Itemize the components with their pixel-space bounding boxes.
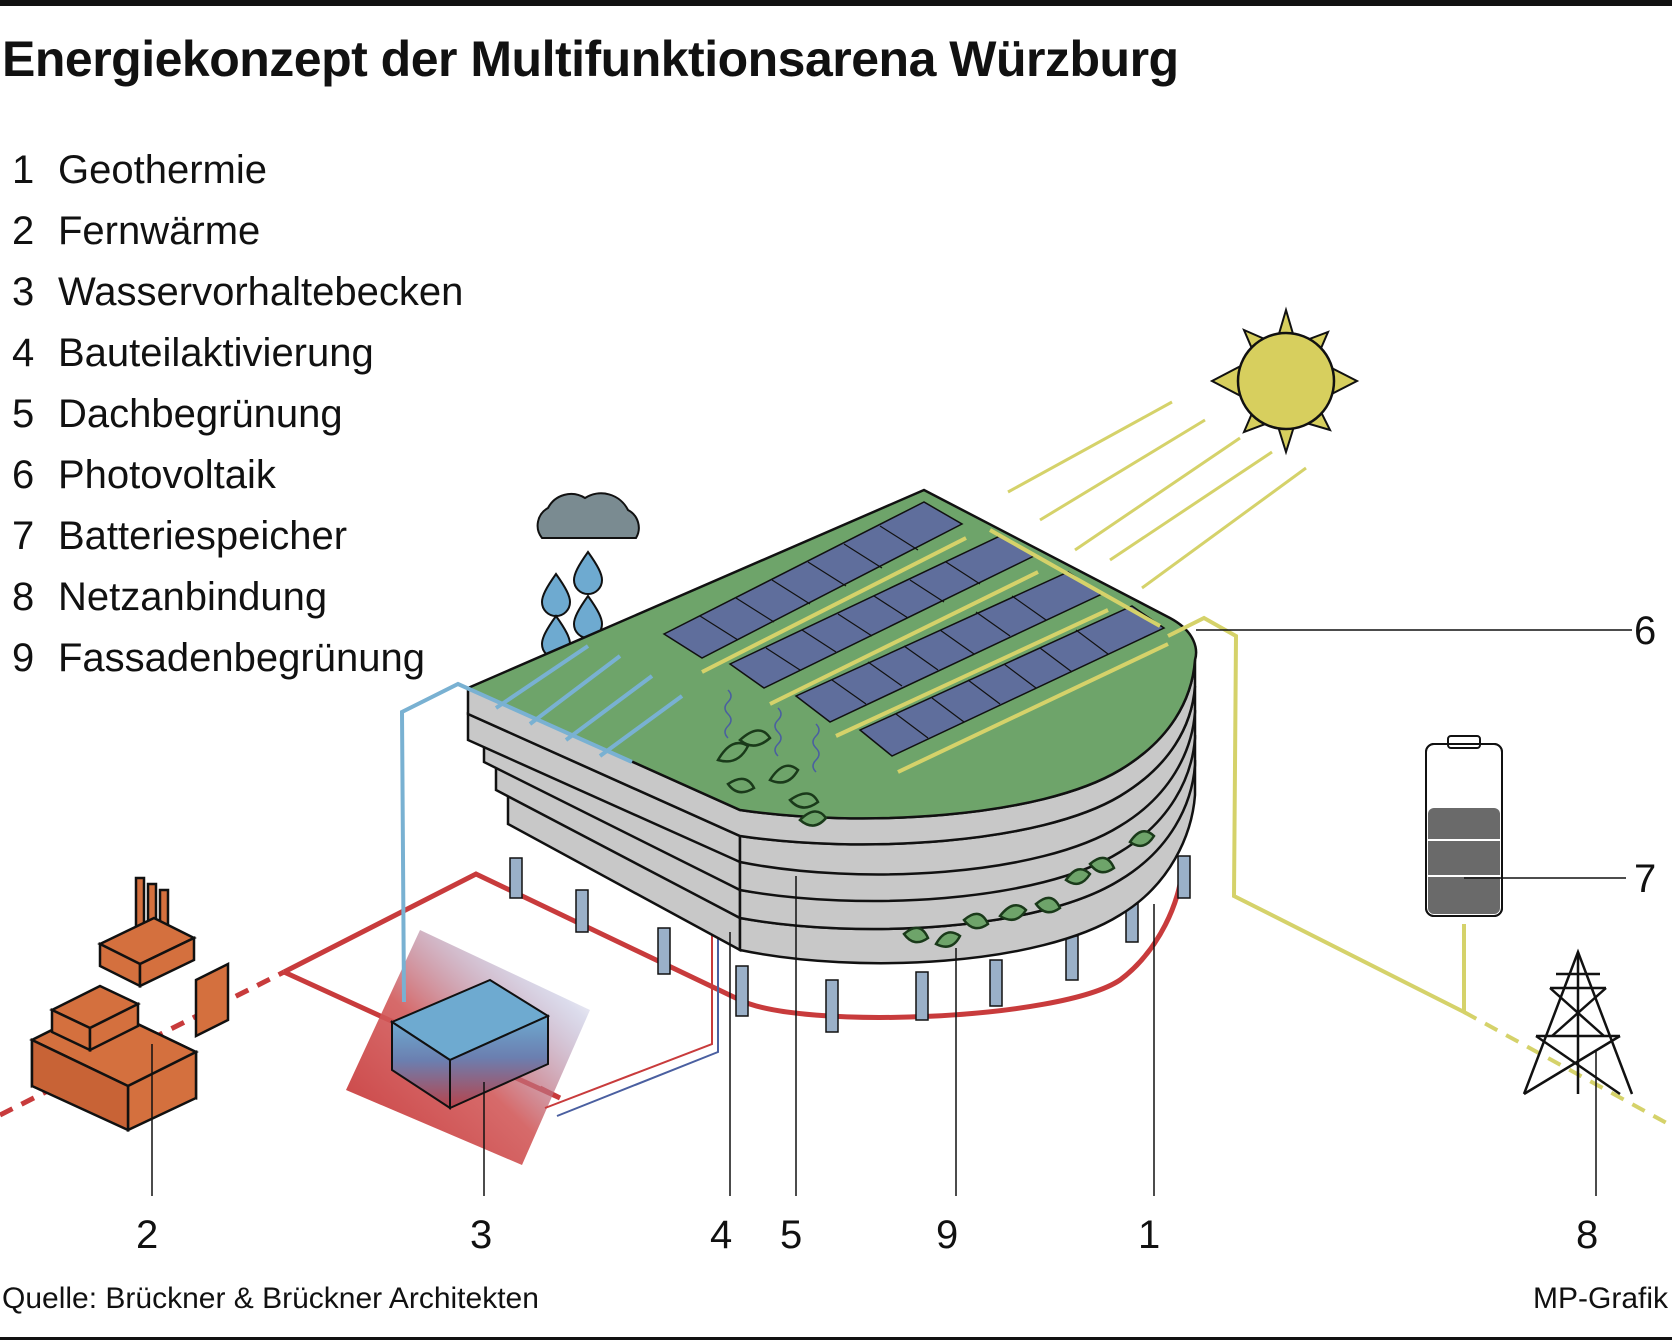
power-line: [1167, 615, 1672, 1128]
transmission-tower-icon: [1522, 948, 1634, 1096]
solar-panel-array: [662, 501, 1166, 757]
roof-plants: [716, 729, 828, 827]
legend-label: Photovoltaik: [58, 453, 276, 497]
legend-number: 4: [12, 331, 35, 375]
legend-item: 4 Bauteilaktivierung: [12, 323, 463, 384]
legend-item: 1 Geothermie: [12, 140, 463, 201]
legend-number: 3: [12, 270, 35, 314]
heat-wave-icons: [724, 689, 820, 773]
legend-number: 7: [12, 514, 35, 558]
legend-label: Geothermie: [58, 148, 267, 192]
legend-label: Batteriespeicher: [58, 514, 348, 558]
legend-number: 1: [12, 148, 35, 192]
legend-label: Netzanbindung: [58, 575, 328, 619]
legend-label: Fassadenbegrünung: [58, 636, 425, 680]
legend-number: 2: [12, 209, 35, 253]
rain-cloud-icon: [536, 492, 640, 539]
callout-number-5: 5: [780, 1213, 802, 1257]
heating-plant-icon: [29, 876, 230, 1132]
legend-item: 3 Wasservorhaltebecken: [12, 262, 463, 323]
callout-lines: [151, 629, 1632, 1196]
legend-label: Wasservorhaltebecken: [58, 270, 464, 314]
legend-item: 7 Batteriespeicher: [12, 506, 463, 567]
facade-plants: [902, 829, 1156, 948]
rainwater-pipes: [399, 644, 684, 1003]
bottom-rule: [0, 1337, 1672, 1340]
callout-number-6: 6: [1634, 609, 1656, 653]
legend-item: 5 Dachbegrünung: [12, 384, 463, 445]
legend-label: Dachbegrünung: [58, 392, 343, 436]
building-columns: [509, 855, 1191, 1033]
callout-number-3: 3: [470, 1213, 492, 1257]
sun-icon: [1209, 306, 1360, 456]
callout-number-4: 4: [710, 1213, 732, 1257]
legend-label: Bauteilaktivierung: [58, 331, 374, 375]
legend-item: 8 Netzanbindung: [12, 567, 463, 628]
callout-number-9: 9: [936, 1213, 958, 1257]
page-title: Energiekonzept der Multifunktionsarena W…: [2, 31, 1179, 87]
solar-panel-grid: [699, 525, 1109, 739]
graphic-credit: MP-Grafik: [1533, 1282, 1668, 1315]
legend-label: Fernwärme: [58, 209, 261, 253]
legend-number: 6: [12, 453, 35, 497]
pv-rails: [701, 528, 1169, 774]
source-note: Quelle: Brückner & Brückner Architekten: [2, 1282, 539, 1315]
callout-number-7: 7: [1634, 857, 1656, 901]
legend-list: 1 Geothermie 2 Fernwärme 3 Wasservorhaltebe…: [12, 140, 463, 689]
callout-number-8: 8: [1576, 1213, 1598, 1257]
legend-item: 2 Fernwärme: [12, 201, 463, 262]
raindrop-icons: [540, 550, 604, 659]
legend-number: 9: [12, 636, 35, 680]
legend-item: 9 Fassadenbegrünung: [12, 628, 463, 689]
water-reservoir: [346, 930, 590, 1165]
legend-number: 5: [12, 392, 35, 436]
legend-number: 8: [12, 575, 35, 619]
top-rule: [0, 0, 1672, 6]
callout-number-1: 1: [1138, 1213, 1160, 1257]
legend-item: 6 Photovoltaik: [12, 445, 463, 506]
battery-icon: [1425, 735, 1503, 917]
callout-number-2: 2: [136, 1213, 158, 1257]
sunray-lines: [1007, 400, 1307, 590]
